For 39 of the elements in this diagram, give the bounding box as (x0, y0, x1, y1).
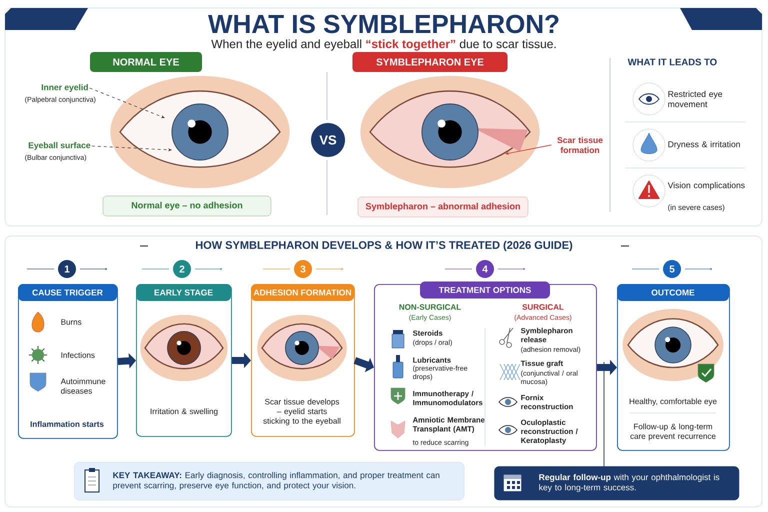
eye-drawing (360, 76, 540, 188)
column-heading: SURGICAL (522, 304, 564, 310)
item-text: Restricted eye movement (668, 90, 722, 108)
item-text: Burns (61, 319, 82, 325)
heading-pill: NORMAL EYE (90, 52, 202, 72)
card-header: CAUSE TRIGGER (18, 284, 117, 301)
item-text: Inflammation starts (30, 421, 104, 427)
eye-drawing (110, 76, 290, 188)
column-heading: NON-SURGICAL (399, 304, 461, 310)
caption-box: Symblepharon – abnormal adhesion (358, 196, 528, 218)
callout-text: Inner eyelid (42, 84, 88, 92)
card-header: EARLY STAGE (136, 284, 231, 301)
card-header: ADHESION FORMATION (251, 284, 354, 301)
item-text: Scar tissue develops – eyelid starts sticking to the eyeball (263, 398, 340, 426)
callout-text: Eyeball surface (28, 142, 90, 150)
item-text: Vision complications (668, 182, 745, 190)
step-number: 2 (173, 260, 191, 278)
item-text: Irritation & swelling (150, 408, 218, 416)
caption-box: Normal eye – no adhesion (102, 196, 272, 216)
heading-pill: SYMBLEPHARON EYE (352, 52, 508, 72)
subtitle: When the eyelid and eyeball “stick together” due to scar tissue. (211, 39, 556, 51)
callout-text: Scar tissue formation (557, 136, 603, 154)
takeaway-text: KEY TAKEAWAY: Early diagnosis, controlling inflammation, and proper treatment can prevent scarring, preserve eye function, and protect your vision. (113, 472, 440, 490)
item-text: Infections (61, 352, 95, 358)
title: WHAT IS SYMBLEPHARON? (208, 14, 558, 34)
section-heading: WHAT IT LEADS TO (628, 58, 717, 66)
step-number: 1 (58, 260, 76, 278)
item-text: Dryness & irritation (668, 141, 740, 149)
step-number: 4 (476, 260, 494, 278)
section-heading: HOW SYMBLEPHARON DEVELOPS & HOW IT’S TREATED (2026 GUIDE) (196, 240, 572, 252)
leader-line (89, 88, 165, 118)
step-number: 5 (663, 260, 681, 278)
item-text: Autoimmune diseases (60, 378, 106, 394)
step-number: 3 (294, 260, 312, 278)
card-header: TREATMENT OPTIONS (420, 282, 550, 298)
card-header: OUTCOME (617, 284, 729, 301)
item-text: Healthy, comfortable eye (630, 398, 717, 406)
followup-text: Regular follow-up with your ophthalmologist is key to long-term success. (539, 474, 720, 492)
item-text: Follow-up & long-term care prevent recurrence (630, 423, 716, 441)
